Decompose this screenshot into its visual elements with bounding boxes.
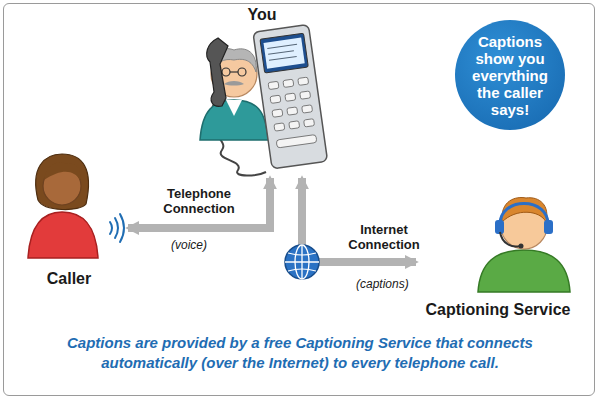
node-text: Caller xyxy=(47,270,91,288)
node-text: You xyxy=(247,6,276,24)
connection-note: (voice) xyxy=(171,238,207,252)
microphone xyxy=(500,232,520,246)
headset-band xyxy=(500,204,548,227)
person-shirt xyxy=(200,100,268,140)
sound-waves xyxy=(110,214,124,242)
caption-telephone xyxy=(253,24,328,168)
callout-circle: Captions show you everything the caller … xyxy=(455,20,565,130)
caller-hair xyxy=(36,154,89,210)
mustache xyxy=(224,81,244,86)
connection-label: Telephone Connection xyxy=(158,186,240,216)
caller-shirt xyxy=(28,212,98,258)
earpiece xyxy=(495,220,504,234)
person-node: You xyxy=(196,6,328,178)
connection-note: (captions) xyxy=(356,277,409,291)
connection-label: Internet Connection xyxy=(342,222,426,252)
connection-arrow xyxy=(128,178,270,228)
agent-shirt xyxy=(478,250,570,292)
collar xyxy=(226,100,242,116)
person-node: Caller xyxy=(10,150,128,288)
node-text: Captions show you everything the caller … xyxy=(467,33,553,118)
caption: Captions are provided by a free Captioni… xyxy=(25,333,575,373)
handset xyxy=(207,38,228,106)
person-node: Captioning Service xyxy=(416,195,580,319)
node-text: Captioning Service xyxy=(426,301,571,319)
